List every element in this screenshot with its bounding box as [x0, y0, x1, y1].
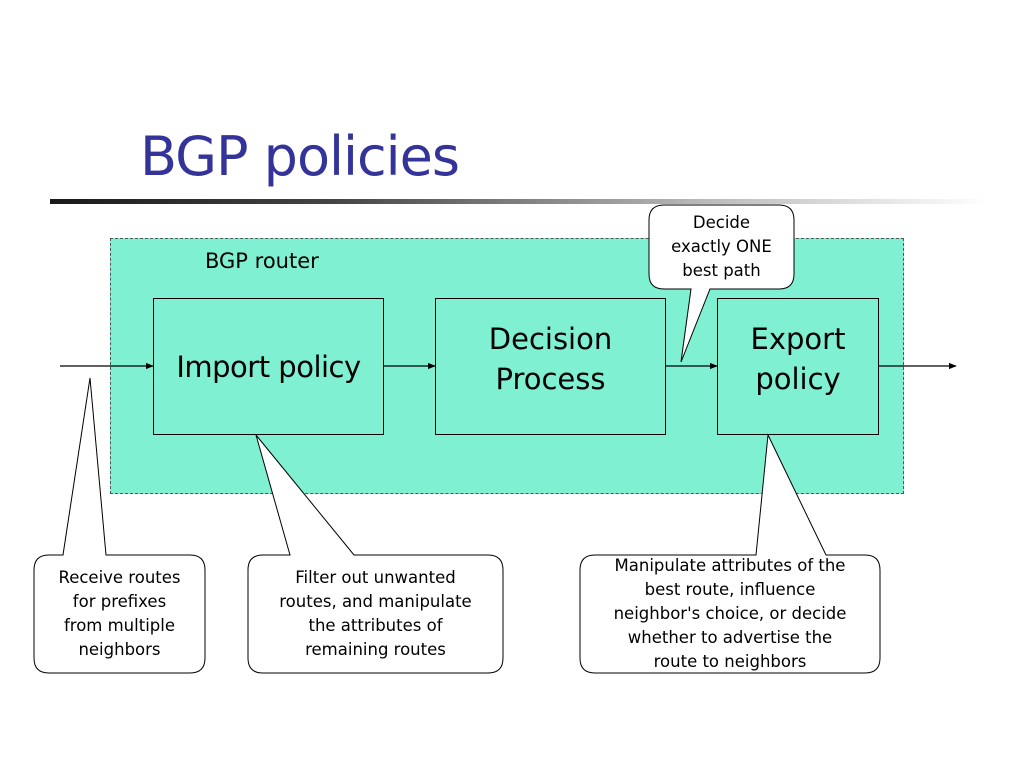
callout-best-path-text: Decide exactly ONE best path [671, 213, 772, 280]
decision-process-label: Decision Process [488, 321, 613, 396]
bgp-router-label: BGP router [205, 249, 319, 273]
export-policy-box: Export policy [717, 298, 879, 435]
title-rule [50, 199, 990, 204]
decision-process-box: Decision Process [435, 298, 666, 435]
callout-receive-routes-text: Receive routes for prefixes from multipl… [58, 568, 181, 659]
callout-filter-routes-text: Filter out unwanted routes, and manipula… [279, 568, 472, 659]
callout-filter-shape [247, 434, 504, 674]
export-policy-label: Export policy [750, 321, 846, 396]
import-policy-box: Import policy [153, 298, 384, 435]
callout-best-path-shape [648, 204, 795, 363]
callout-manipulate-attributes-text: Manipulate attributes of the best route,… [613, 556, 847, 671]
import-policy-label: Import policy [176, 349, 361, 384]
slide-title: BGP policies [140, 125, 460, 188]
callout-manipulate-shape [579, 433, 881, 674]
callout-receive-shape [33, 377, 206, 674]
